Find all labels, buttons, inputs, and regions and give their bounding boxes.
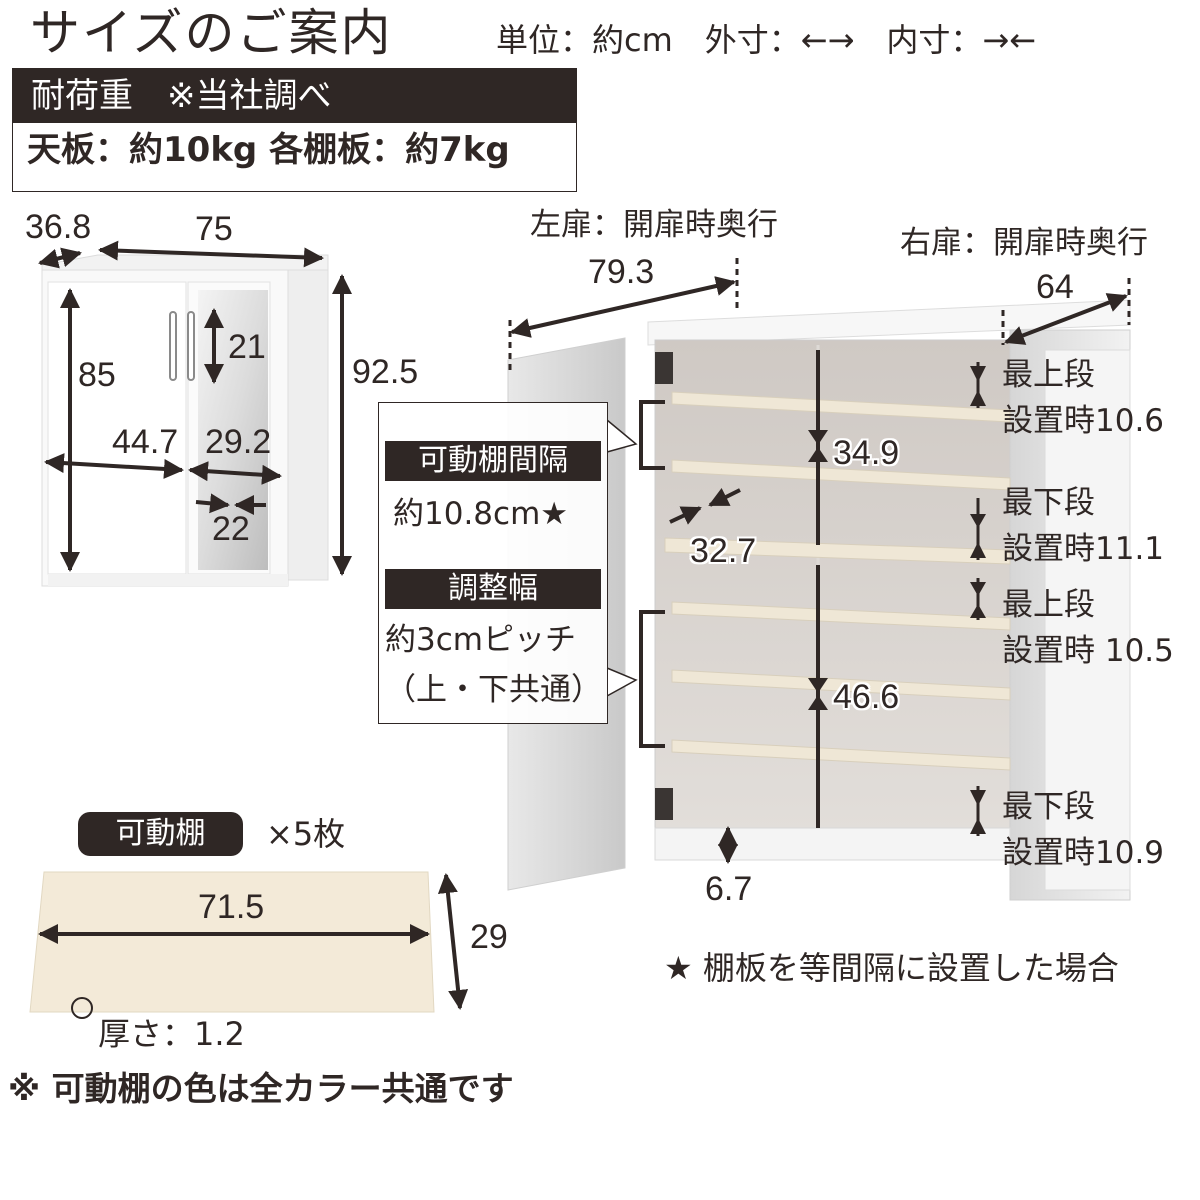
interval-value: 約10.8cm★ [393, 496, 569, 532]
star-note: ★ 棚板を等間隔に設置した場合 [664, 949, 1119, 987]
left-door-width-value: 44.7 [112, 423, 179, 461]
load-capacity-box: 耐荷重 ※当社調べ 天板：約10kg 各棚板：約7kg [12, 68, 577, 192]
interval-heading: 可動棚間隔 [385, 441, 601, 481]
adjust-heading: 調整幅 [385, 569, 601, 609]
shelf-count: ×5枚 [266, 815, 346, 853]
total-height-value: 92.5 [352, 353, 419, 391]
page-title: サイズのご案内 [30, 4, 393, 62]
right-door-open-value: 64 [1036, 268, 1074, 306]
lower-top-value: 設置時 10.5 [1002, 633, 1174, 669]
upper-bottom-value: 設置時11.1 [1002, 531, 1165, 567]
color-note: ※ 可動棚の色は全カラー共通です [8, 1069, 514, 1108]
handle-length-value: 21 [228, 328, 266, 366]
door-height-value: 85 [78, 356, 116, 394]
units-legend: 単位：約cm 外寸：←→ 内寸：→← [496, 21, 1037, 59]
adjust-value-1: 約3cmピッチ [385, 622, 576, 658]
width-value: 75 [195, 210, 233, 248]
lower-top-label: 最上段 [1002, 587, 1095, 623]
lower-inner-height: 46.6 [833, 678, 900, 716]
left-door-open-label: 左扉：開扉時奥行 [530, 207, 778, 243]
right-door-width-value: 29.2 [205, 423, 272, 461]
mirror-width-value: 22 [212, 510, 250, 548]
depth-value: 36.8 [25, 208, 92, 246]
plinth-height: 6.7 [705, 870, 753, 908]
lower-bottom-value: 設置時10.9 [1002, 835, 1165, 871]
inner-depth: 32.7 [690, 532, 757, 570]
shelf-width: 71.5 [198, 888, 265, 926]
adjust-value-2: （上・下共通） [385, 672, 602, 708]
front-cabinet [41, 254, 329, 587]
upper-top-label: 最上段 [1002, 357, 1095, 393]
left-door-open-value: 79.3 [588, 253, 655, 291]
upper-top-value: 設置時10.6 [1002, 403, 1165, 439]
right-door-open-label: 右扉：開扉時奥行 [900, 225, 1148, 261]
shelf-thickness: 厚さ：1.2 [98, 1015, 245, 1053]
lower-bottom-label: 最下段 [1002, 789, 1095, 825]
shelf-depth: 29 [470, 918, 508, 956]
upper-bottom-label: 最下段 [1002, 485, 1095, 521]
upper-inner-height: 34.9 [833, 434, 900, 472]
load-capacity-heading: 耐荷重 ※当社調べ [13, 69, 576, 123]
shelf-label-pill: 可動棚 [78, 812, 243, 856]
shelf-adjust-callout: 可動棚間隔 約10.8cm★ 調整幅 約3cmピッチ （上・下共通） [378, 402, 608, 724]
load-capacity-values: 天板：約10kg 各棚板：約7kg [27, 130, 510, 170]
